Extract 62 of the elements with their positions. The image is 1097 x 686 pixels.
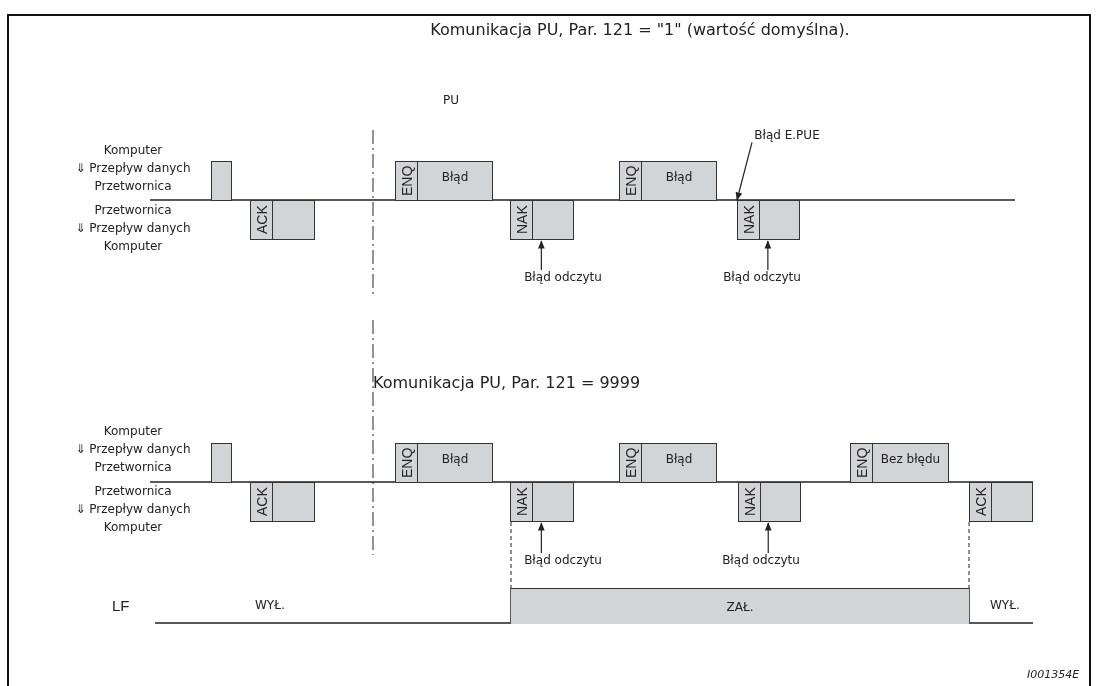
frame-block bbox=[850, 443, 949, 483]
control-char-label: ENQ bbox=[396, 162, 418, 200]
label-text: Komputer bbox=[103, 424, 163, 438]
annotation-text: Błąd odczytu bbox=[508, 553, 618, 570]
label-text: Przetwornica bbox=[94, 179, 172, 193]
frame-block bbox=[211, 443, 232, 483]
frame-block bbox=[510, 200, 574, 240]
frame-block bbox=[395, 443, 493, 483]
state-label: ZAŁ. bbox=[726, 599, 754, 614]
block-label: Błąd bbox=[441, 452, 469, 466]
control-char-label: NAK bbox=[738, 201, 760, 239]
label-text: LF bbox=[112, 597, 130, 614]
control-char-label: ENQ bbox=[620, 162, 642, 200]
annotation-text: Błąd E.PUE bbox=[752, 128, 822, 144]
block-label: Błąd bbox=[665, 452, 693, 466]
label-text: ⇓ Przepływ danych bbox=[75, 221, 191, 235]
control-char-label: NAK bbox=[511, 483, 533, 521]
label-text: PU bbox=[443, 93, 460, 107]
label-text: ⇓ Przepływ danych bbox=[75, 161, 191, 175]
label-text: Przetwornica bbox=[94, 484, 172, 498]
arrow bbox=[764, 522, 772, 554]
arrow bbox=[735, 141, 753, 201]
control-char-label: ENQ bbox=[396, 444, 418, 482]
heading: Komunikacja PU, Par. 121 = "1" (wartość domyślna). bbox=[430, 20, 850, 39]
heading: Komunikacja PU, Par. 121 = 9999 bbox=[373, 373, 641, 392]
annotation-text: Błąd odczytu bbox=[707, 270, 817, 287]
label-text: Komputer bbox=[103, 239, 163, 253]
control-char-label: ACK bbox=[251, 483, 273, 521]
frame-block bbox=[510, 482, 574, 522]
block-label: Bez błędu bbox=[880, 452, 941, 466]
label-text: ⇓ Przepływ danych bbox=[75, 502, 191, 516]
label-text: Komputer bbox=[103, 520, 163, 534]
arrow bbox=[538, 240, 545, 271]
frame-block bbox=[395, 161, 493, 201]
control-char-label: NAK bbox=[739, 483, 761, 521]
frame-block bbox=[211, 161, 232, 201]
frame-block bbox=[619, 443, 717, 483]
control-char-label: ACK bbox=[970, 483, 992, 521]
control-char-label: ACK bbox=[251, 201, 273, 239]
control-char-label: ENQ bbox=[620, 444, 642, 482]
arrow bbox=[538, 522, 545, 554]
frame-block bbox=[250, 200, 315, 240]
label-text: WYŁ. bbox=[990, 598, 1020, 612]
annotation-text: Błąd odczytu bbox=[508, 270, 618, 287]
arrow bbox=[764, 240, 772, 271]
block-label: Błąd bbox=[665, 170, 693, 184]
figure-id: I001354E bbox=[1027, 668, 1080, 681]
frame-block bbox=[619, 161, 717, 201]
state-band bbox=[511, 588, 969, 624]
label-text: WYŁ. bbox=[255, 598, 285, 612]
label-text: ⇓ Przepływ danych bbox=[75, 442, 191, 456]
label-text: Przetwornica bbox=[94, 203, 172, 217]
frame-block bbox=[250, 482, 315, 522]
frame-block bbox=[737, 200, 800, 240]
annotation-text: Błąd odczytu bbox=[706, 553, 816, 570]
control-char-label: NAK bbox=[511, 201, 533, 239]
block-label: Błąd bbox=[441, 170, 469, 184]
control-char-label: ENQ bbox=[851, 444, 873, 482]
label-text: Komputer bbox=[103, 143, 163, 157]
frame-block bbox=[738, 482, 801, 522]
frame-block bbox=[969, 482, 1033, 522]
label-text: Przetwornica bbox=[94, 460, 172, 474]
